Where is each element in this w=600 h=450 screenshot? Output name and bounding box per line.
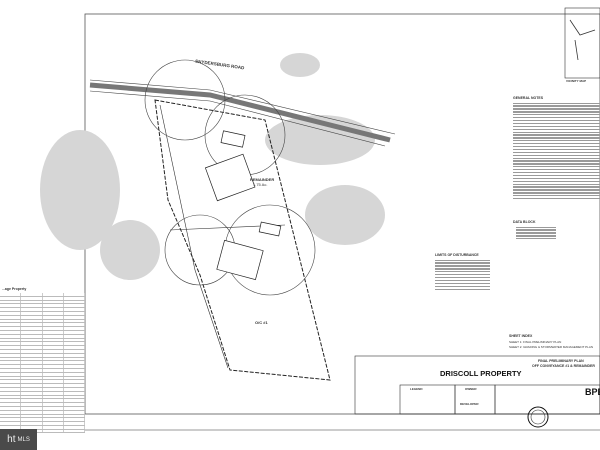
remainder-label: REMAINDER — [250, 177, 275, 182]
vicinity-map-title: VICINITY MAP — [566, 79, 587, 83]
vegetation-shading — [40, 53, 385, 280]
property-boundary — [154, 99, 331, 381]
firm-logo: BPE — [585, 387, 600, 397]
seal-icon — [527, 406, 549, 428]
road-edge — [89, 79, 396, 135]
watermark-brand: ht — [7, 434, 16, 445]
road — [89, 82, 391, 143]
property-owners-table — [0, 293, 85, 434]
developer-title: DEVELOPER — [460, 402, 479, 406]
driveway — [159, 104, 229, 369]
table-title: ...age Property — [2, 287, 27, 291]
vicinity-map-roads — [569, 19, 596, 61]
general-notes-title: GENERAL NOTES — [513, 96, 544, 100]
project-name: DRISCOLL PROPERTY — [440, 369, 522, 378]
owner-title: OWNER — [465, 387, 477, 391]
road-edge — [89, 90, 386, 147]
limits-of-disturbance-title: LIMITS OF DISTURBANCE — [435, 253, 479, 257]
title-line-1: FINAL PRELIMINARY PLAN — [538, 359, 584, 363]
buildings — [204, 130, 282, 281]
legend-title: LEGEND — [410, 387, 423, 391]
remainder-area: 1.75 Ac. — [253, 182, 268, 187]
data-block-title: DATA BLOCK — [513, 220, 536, 224]
lot-label: O/C #1 — [255, 320, 268, 325]
title-block — [354, 355, 600, 428]
general-notes-text — [513, 101, 600, 201]
sheet-index-item: SHEET 2: GRADING & STORMWATER MANAGEMENT… — [509, 345, 594, 349]
watermark-suffix: MLS — [17, 436, 30, 443]
sheet-index-item: SHEET 1: FINAL PRELIMINARY PLAN — [509, 340, 562, 344]
title-line-2: OFF CONVEYANCE #1 & REMAINDER — [532, 364, 595, 368]
vicinity-map-box — [564, 7, 600, 79]
sheet-index-title: SHEET INDEX — [509, 334, 533, 338]
limits-of-disturbance-table — [435, 258, 490, 291]
data-block-text — [516, 225, 556, 241]
